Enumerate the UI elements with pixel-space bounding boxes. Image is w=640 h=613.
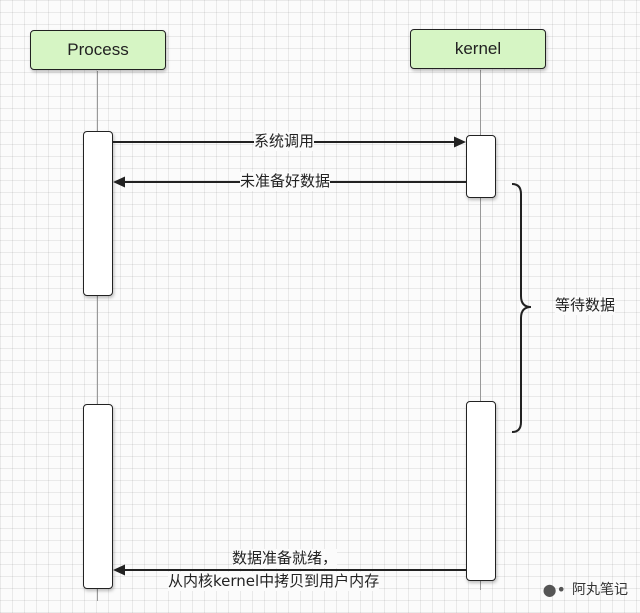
not-ready-label: 未准备好数据	[240, 172, 331, 191]
kernel-participant: kernel	[410, 29, 546, 69]
wait-data-label: 等待数据	[555, 296, 616, 315]
process-participant: Process	[30, 30, 166, 70]
wait-brace	[511, 183, 532, 433]
wechat-icon: ●•	[542, 579, 566, 599]
kernel-activation-2	[466, 401, 496, 581]
kernel-activation-1	[466, 135, 496, 198]
process-activation-2	[83, 404, 113, 589]
watermark-text: 阿丸笔记	[572, 582, 628, 598]
syscall-label: 系统调用	[254, 132, 315, 151]
process-activation-1	[83, 131, 113, 296]
kernel-lifeline	[480, 70, 481, 590]
process-lifeline	[97, 71, 98, 601]
watermark: ●• 阿丸笔记	[543, 579, 628, 599]
copy-label-line2: 从内核kernel中拷贝到用户内存	[168, 572, 380, 591]
copy-label-line1: 数据准备就绪，	[232, 549, 338, 568]
